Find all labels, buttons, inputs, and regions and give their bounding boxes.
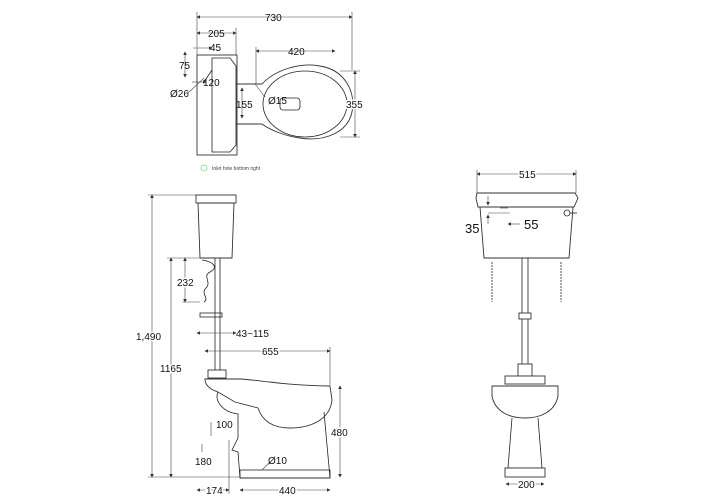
pan-front [491,385,559,419]
dim-200: 200 [518,480,535,491]
dim-515: 515 [519,170,536,181]
plan-view: 730 205 45 75 120 Ø26 420 155 Ø15 355 In… [170,12,365,172]
cistern-side [197,202,235,259]
cistern-plan [196,54,238,156]
dim-120: 120 [203,78,220,89]
legend-text: Inlet hole bottom right [212,166,261,172]
dim-730: 730 [265,13,282,24]
dim-355: 355 [346,100,363,111]
dim-o15: Ø15 [268,96,287,107]
dim-o26: Ø26 [170,89,189,100]
dim-43-115: 43~115 [236,329,269,340]
legend-circle-icon [200,164,208,172]
dim-75: 75 [179,61,191,72]
dim-655: 655 [262,347,279,358]
flush-pipe-collar [207,369,227,379]
dim-440: 440 [279,486,296,497]
dim-45: 45 [210,43,222,54]
dim-480: 480 [331,428,348,439]
dim-205: 205 [208,29,225,40]
front-view: 515 35 55 200 [465,169,579,493]
cistern-lid-side [195,194,237,204]
pan-side [204,378,333,429]
side-view: 1,490 1165 232 43~115 655 480 100 180 Ø1… [135,194,350,499]
bowl-plan [236,64,354,140]
dim-o10: Ø10 [268,456,287,467]
dim-420: 420 [288,47,305,58]
cistern-lid-front [475,192,579,208]
cistern-front [479,206,574,259]
dim-100: 100 [216,420,233,431]
dim-1165: 1165 [160,364,182,375]
dim-1490: 1,490 [136,332,161,343]
dim-35: 35 [465,221,479,236]
dim-232: 232 [177,278,194,289]
dim-180: 180 [195,457,212,468]
dim-155: 155 [236,100,253,111]
dim-174: 174 [206,486,223,497]
dim-55: 55 [524,217,538,232]
